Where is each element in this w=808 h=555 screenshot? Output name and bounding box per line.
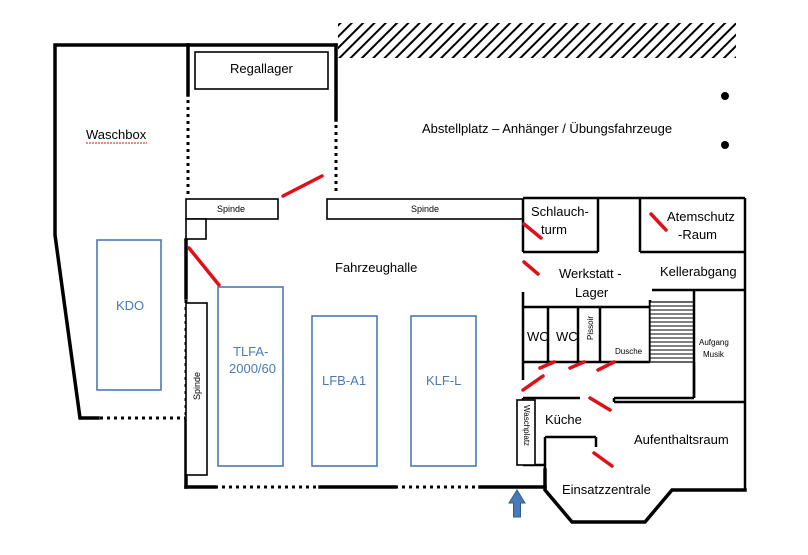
room-atemschutz-1: Atemschutz	[667, 209, 735, 224]
room-aufgang-1: Aufgang	[699, 338, 729, 347]
vehicle-tlfa-label-1: TLFA-	[233, 344, 268, 359]
room-regallager: Regallager	[230, 61, 294, 76]
room-fahrzeughalle: Fahrzeughalle	[335, 260, 417, 275]
vehicle-tlfa	[217, 286, 284, 467]
door-werkstatt	[522, 260, 540, 276]
vehicle-klf-label: KLF-L	[426, 373, 461, 388]
waschbox-wall	[53, 43, 190, 420]
room-aufenthaltsraum: Aufenthaltsraum	[634, 432, 729, 447]
door-schlauchturm	[522, 222, 543, 240]
vehicle-lfb-label: LFB-A1	[322, 373, 366, 388]
room-wc-2: WC	[556, 329, 578, 344]
regallager-box	[194, 51, 329, 90]
room-abstellplatz: Abstellplatz – Anhänger / Übungsfahrzeug…	[422, 121, 672, 136]
room-atemschutz-2: -Raum	[678, 227, 717, 242]
room-wc-1: WC	[527, 329, 549, 344]
room-waschbox: Waschbox	[86, 127, 147, 142]
door-halle-waschbox	[187, 246, 221, 287]
room-werkstatt-1: Werkstatt -	[559, 266, 622, 281]
room-dusche: Dusche	[615, 347, 643, 356]
vehicle-tlfa-label-2: 2000/60	[229, 361, 276, 376]
door-wc1	[538, 360, 556, 370]
room-waschplatz: Waschplatz	[522, 405, 531, 446]
spinde-left-box	[185, 198, 279, 220]
bollard-icon	[721, 92, 729, 100]
door-sanitaer	[521, 374, 545, 392]
room-werkstatt-2: Lager	[575, 285, 609, 300]
door-atemschutz	[649, 212, 668, 232]
stairs-icon	[649, 301, 695, 363]
door-dusche	[596, 360, 616, 372]
room-kellerabgang: Kellerabgang	[660, 264, 737, 279]
spinde-left-label: Spinde	[217, 204, 245, 214]
room-schlauchturm-1: Schlauch-	[531, 204, 589, 219]
door-einsatzzentrale	[592, 451, 614, 468]
hatched-area	[338, 23, 736, 58]
room-kueche: Küche	[545, 412, 582, 427]
waschplatz-box	[516, 399, 536, 466]
vehicle-lfb	[311, 315, 378, 467]
room-schlauchturm-2: turm	[541, 222, 567, 237]
room-aufgang-2: Musik	[703, 350, 725, 359]
vehicle-klf	[410, 315, 477, 467]
vehicle-kdo-label: KDO	[116, 298, 144, 313]
spinde-center-label: Spinde	[411, 204, 439, 214]
spinde-corner-box	[185, 218, 207, 240]
door-regallager	[281, 174, 324, 198]
room-einsatzzentrale: Einsatzzentrale	[562, 482, 651, 497]
spinde-vertical-box	[185, 302, 208, 476]
spinde-vertical-label: Spinde	[192, 372, 202, 400]
door-wc2	[568, 360, 586, 370]
bollard-icon	[721, 141, 729, 149]
arrow-up-icon	[508, 489, 526, 518]
door-aufenthalt	[588, 396, 612, 412]
room-pissoir: Pissoir	[586, 316, 595, 340]
vehicle-kdo	[96, 239, 162, 391]
